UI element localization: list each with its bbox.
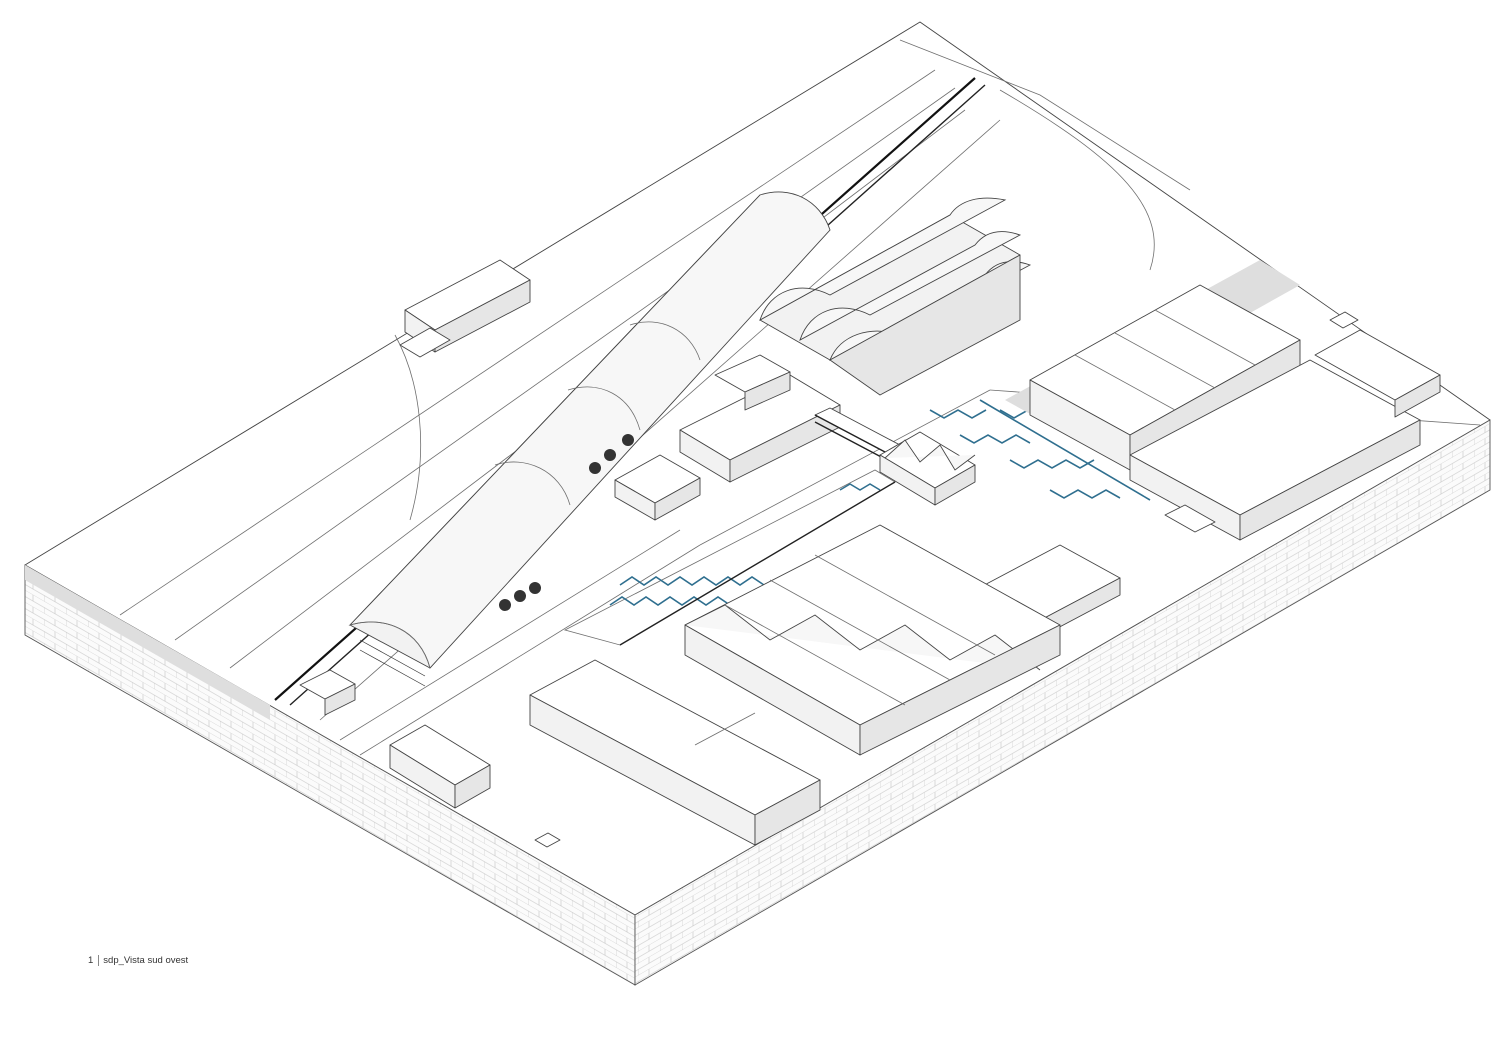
vaulted-workshop-hall [759, 197, 1032, 396]
sawtooth-warehouse [684, 524, 1061, 756]
warehouse-south-west [299, 669, 491, 809]
warehouse-south [529, 659, 821, 846]
industrial-block-east [1129, 329, 1441, 541]
vaulted-station-hall [348, 191, 831, 687]
figure-caption: 1 sdp_Vista sud ovest [88, 950, 188, 970]
rooftop-units [534, 311, 1359, 848]
parking-lots [563, 399, 1151, 646]
central-station-block [614, 354, 841, 521]
warehouse-upper-left [399, 259, 531, 358]
caption-title: sdp_Vista sud ovest [103, 954, 189, 966]
caption-number: 1 [88, 954, 100, 966]
east-station-building [879, 431, 976, 506]
